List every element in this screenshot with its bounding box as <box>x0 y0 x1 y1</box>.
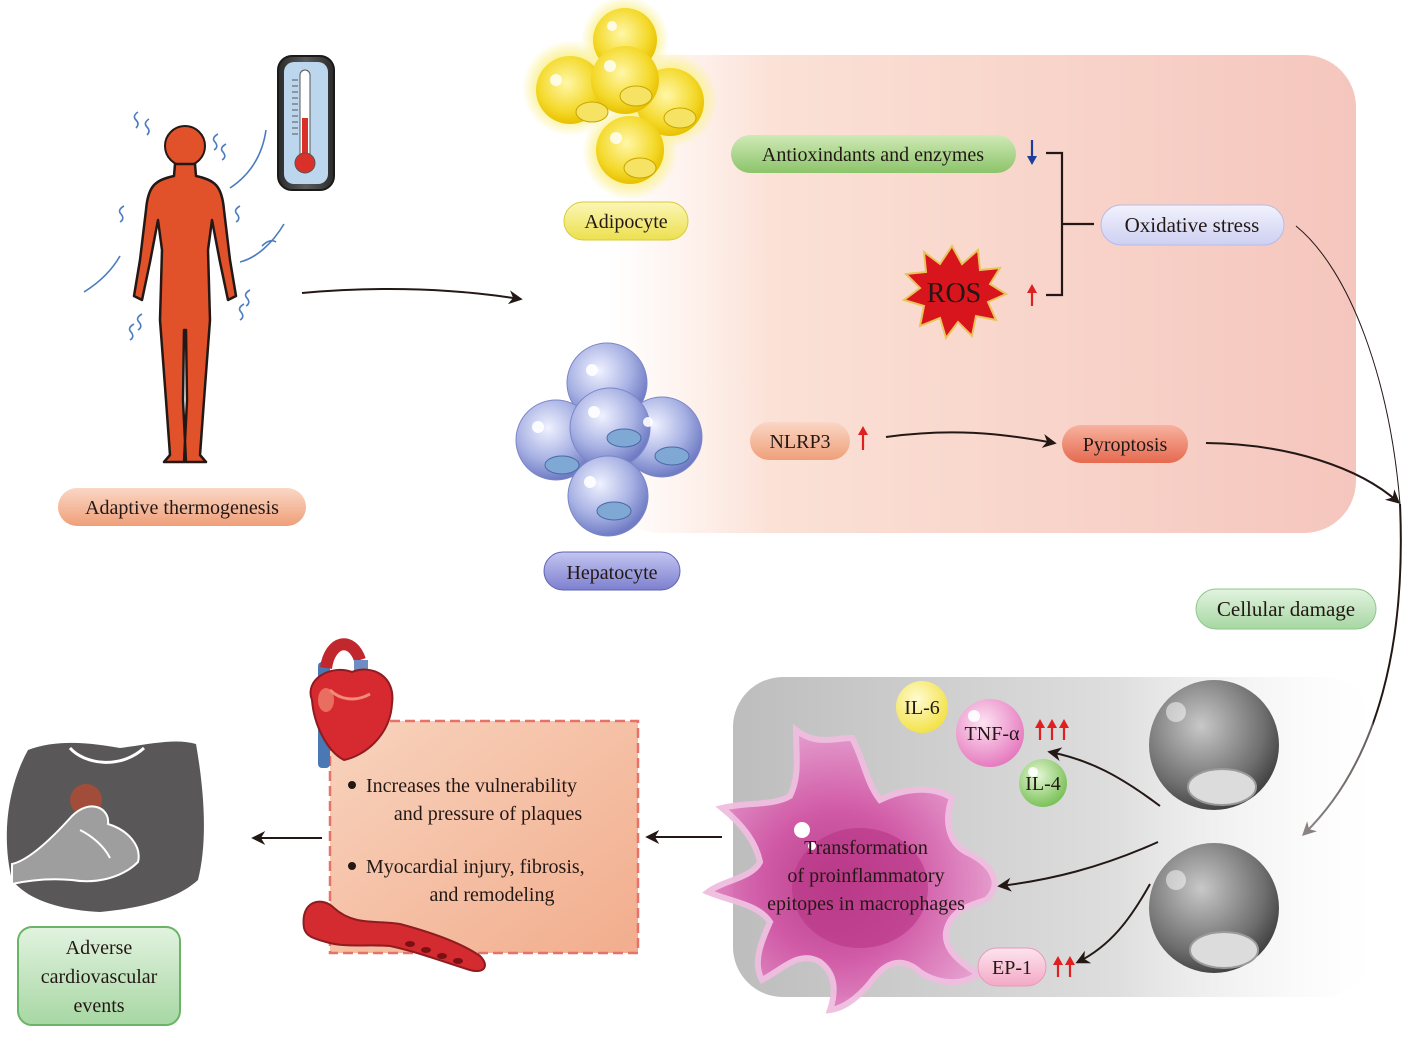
cellular-damage-text: Cellular damage <box>1217 597 1355 621</box>
damaged-cell-icon <box>1149 680 1279 810</box>
increase-arrow-icon <box>1027 284 1037 306</box>
antioxidants-text: Antioxindants and enzymes <box>762 144 984 166</box>
il4-ball: IL-4 <box>1019 759 1067 807</box>
damaged-cell-icon <box>1149 843 1279 973</box>
cellular-damage-label: Cellular damage <box>1195 588 1377 630</box>
plaque-text-line2: and pressure of plaques <box>394 803 582 825</box>
ros-burst-icon: ROS <box>901 244 1009 341</box>
decrease-arrow-icon <box>1027 140 1037 165</box>
nlrp3-text: NLRP3 <box>769 431 830 453</box>
effects-box <box>328 719 640 955</box>
adaptive-thermogenesis-text: Adaptive thermogenesis <box>85 497 279 519</box>
arrow-thermogenesis-to-cells <box>301 287 523 305</box>
macrophage-text-line2: of proinflammatory <box>787 865 944 887</box>
tnfa-text: TNF-α <box>965 723 1020 745</box>
curve-oxidative-to-damage <box>1295 225 1401 505</box>
ep1-label: EP-1 <box>977 947 1047 987</box>
nlrp3-label: NLRP3 <box>750 422 850 460</box>
human-figure-icon <box>83 111 285 464</box>
tnfa-ball: TNF-α <box>956 699 1024 767</box>
pyroptosis-text: Pyroptosis <box>1083 434 1168 456</box>
arrow-cell-to-ep1 <box>1075 883 1151 964</box>
hepatocyte-cluster-icon <box>515 342 703 537</box>
oxidative-stress-label: Oxidative stress <box>1100 204 1285 246</box>
il6-text: IL-6 <box>904 697 940 719</box>
ep1-increase-arrows-icon <box>1053 956 1075 977</box>
thermometer-icon <box>277 55 335 191</box>
adipocyte-label: Adipocyte <box>563 201 689 241</box>
pyroptosis-label: Pyroptosis <box>1062 425 1188 463</box>
tnfa-increase-arrows-icon <box>1035 719 1069 740</box>
heart-icon <box>309 638 394 768</box>
plaque-text-line1: Increases the vulnerability <box>366 775 577 797</box>
oxidative-stress-text: Oxidative stress <box>1125 213 1260 237</box>
macrophage-text-line3: epitopes in macrophages <box>767 893 965 915</box>
adipocyte-text: Adipocyte <box>584 211 667 233</box>
antioxidants-label: Antioxindants and enzymes <box>731 135 1016 173</box>
arrow-pyroptosis-to-damage <box>1205 442 1401 504</box>
macrophage-text-line1: Transformation <box>804 837 928 859</box>
il4-text: IL-4 <box>1025 773 1061 795</box>
adverse-text-line1: Adverse <box>66 937 133 959</box>
myocardial-text-line2: and remodeling <box>430 884 555 906</box>
arrow-cell-to-tnfa <box>1047 747 1161 807</box>
ros-text: ROS <box>927 278 981 309</box>
nlrp3-increase-arrow-icon <box>858 426 868 450</box>
arrow-cell-to-macrophage <box>997 841 1159 892</box>
effect-item-plaques: Increases the vulnerability and pressure… <box>348 775 582 825</box>
adaptive-thermogenesis-label: Adaptive thermogenesis <box>58 488 306 526</box>
blood-vessel-icon <box>302 900 486 972</box>
adverse-text-line2: cardiovascular <box>41 966 158 988</box>
myocardial-text-line1: Myocardial injury, fibrosis, <box>366 856 585 878</box>
macrophage-cell-icon: Transformation of proinflammatory epitop… <box>701 723 998 1014</box>
hepatocyte-label: Hepatocyte <box>543 551 681 591</box>
arrow-nlrp3-to-pyroptosis <box>885 431 1057 448</box>
bracket-connector <box>1046 151 1094 297</box>
il6-ball: IL-6 <box>896 681 948 733</box>
ep1-text: EP-1 <box>992 957 1032 979</box>
effect-item-myocardial: Myocardial injury, fibrosis, and remodel… <box>348 856 585 906</box>
adipocyte-cluster-icon <box>522 0 718 200</box>
hepatocyte-text: Hepatocyte <box>566 562 657 584</box>
adverse-events-label: Adverse cardiovascular events <box>17 926 181 1026</box>
adverse-text-line3: events <box>73 995 124 1017</box>
patient-chest-pain-icon <box>6 741 204 912</box>
